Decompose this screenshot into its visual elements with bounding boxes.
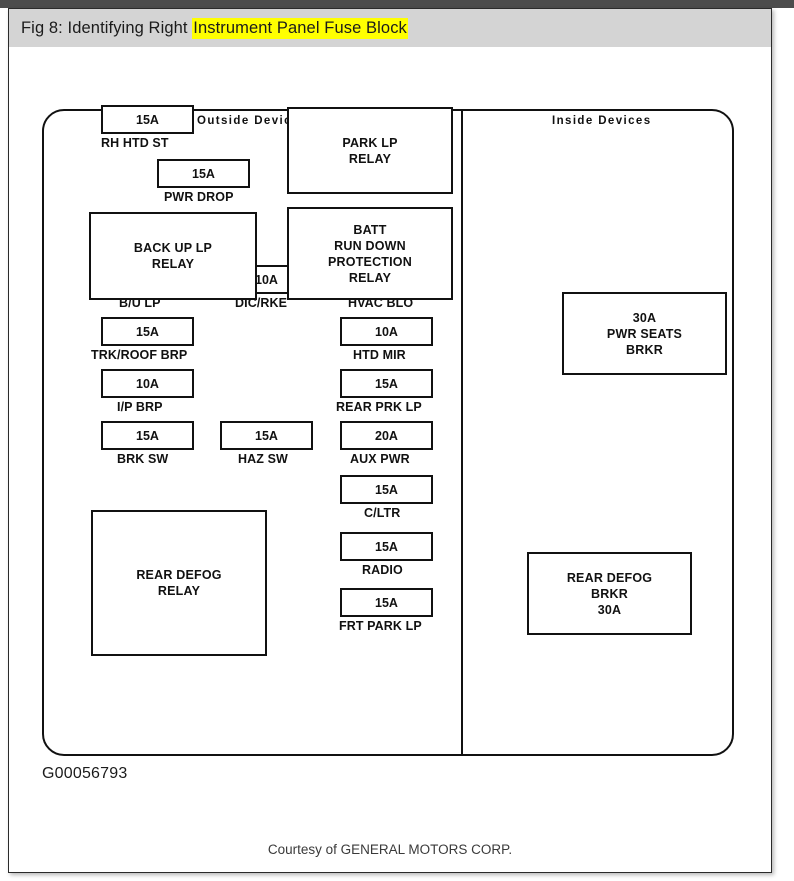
relay-line: RELAY [348, 151, 392, 166]
fuse-label-rh-htd-st: RH HTD ST [101, 136, 169, 150]
fuse-label-trk-roof-brp: TRK/ROOF BRP [91, 348, 188, 362]
fuse-rating: 15A [375, 376, 398, 391]
figure-caption-highlight: Instrument Panel Fuse Block [192, 17, 408, 39]
fuse-frt-park-lp: 15A [340, 588, 433, 617]
fuse-c-ltr: 15A [340, 475, 433, 504]
fuse-rating: 15A [136, 112, 159, 127]
figure-caption-text: Fig 8: Identifying Right Instrument Pane… [21, 17, 408, 39]
relay-line: RELAY [151, 257, 195, 271]
fuse-trk-roof-brp: 15A [101, 317, 194, 346]
fuse-label-radio: RADIO [362, 563, 403, 577]
breaker-line: PWR SEATS [606, 326, 683, 341]
relay-line: RELAY [157, 584, 201, 598]
relay-line: BACK UP LP [133, 241, 213, 255]
relay-line: REAR DEFOG [136, 568, 222, 582]
fuse-label-c-ltr: C/LTR [364, 506, 401, 520]
fuse-rating: 15A [375, 482, 398, 497]
section-divider [461, 109, 463, 756]
fuse-rating: 10A [136, 376, 159, 391]
fuse-rating: 15A [375, 595, 398, 610]
fuse-rating: 15A [375, 539, 398, 554]
fuse-brk-sw: 15A [101, 421, 194, 450]
fuse-rating: 15A [136, 324, 159, 339]
fuse-rating: 15A [255, 428, 278, 443]
fuse-label-pwr-drop: PWR DROP [164, 190, 234, 204]
document-page: Fig 8: Identifying Right Instrument Pane… [8, 8, 772, 873]
fuse-label-ip-brp: I/P BRP [117, 400, 163, 414]
relay-line: RUN DOWN [334, 238, 406, 253]
fuse-label-frt-park-lp: FRT PARK LP [339, 619, 422, 633]
window-top-strip [0, 0, 794, 8]
fuse-aux-pwr: 20A [340, 421, 433, 450]
relay-line: BATT [353, 222, 387, 237]
fuse-label-aux-pwr: AUX PWR [350, 452, 410, 466]
fuse-rating: 10A [375, 324, 398, 339]
relay-line: PROTECTION [328, 254, 412, 269]
outside-devices-title: Outside Devices [197, 115, 308, 127]
fuse-block-diagram: Outside Devices Inside Devices 15A RH HTD… [9, 47, 771, 871]
breaker-line: 30A [632, 310, 657, 325]
figure-caption-header: Fig 8: Identifying Right Instrument Pane… [9, 9, 771, 47]
fuse-haz-sw: 15A [220, 421, 313, 450]
relay-line: RELAY [348, 270, 392, 285]
relay-rear-defog-relay: REAR DEFOG RELAY [91, 510, 267, 656]
fuse-rear-prk-lp: 15A [340, 369, 433, 398]
fuse-rh-htd-st: 15A [101, 105, 194, 134]
fuse-rating: 10A [255, 272, 278, 287]
fuse-ip-brp: 10A [101, 369, 194, 398]
fuse-radio: 15A [340, 532, 433, 561]
fuse-label-brk-sw: BRK SW [117, 452, 169, 466]
figure-caption-prefix: Fig 8: Identifying Right [21, 18, 193, 37]
breaker-line: REAR DEFOG [566, 570, 653, 585]
fuse-label-haz-sw: HAZ SW [238, 452, 288, 466]
inside-devices-title: Inside Devices [552, 115, 652, 127]
breaker-line: BRKR [591, 586, 628, 601]
fuse-rating: 20A [375, 428, 398, 443]
breaker-line: 30A [597, 602, 622, 617]
relay-back-up-lp-relay: BACK UP LP RELAY [89, 212, 257, 300]
fuse-label-rear-prk-lp: REAR PRK LP [336, 400, 422, 414]
figure-id-label: G00056793 [42, 765, 128, 782]
fuse-rating: 15A [192, 166, 215, 181]
relay-line: PARK LP [342, 135, 398, 150]
fuse-pwr-drop: 15A [157, 159, 250, 188]
fuse-htd-mir: 10A [340, 317, 433, 346]
courtesy-line: Courtesy of GENERAL MOTORS CORP. [267, 842, 513, 857]
fuse-rating: 15A [136, 428, 159, 443]
fuse-label-htd-mir: HTD MIR [353, 348, 406, 362]
breaker-line: BRKR [626, 342, 663, 357]
